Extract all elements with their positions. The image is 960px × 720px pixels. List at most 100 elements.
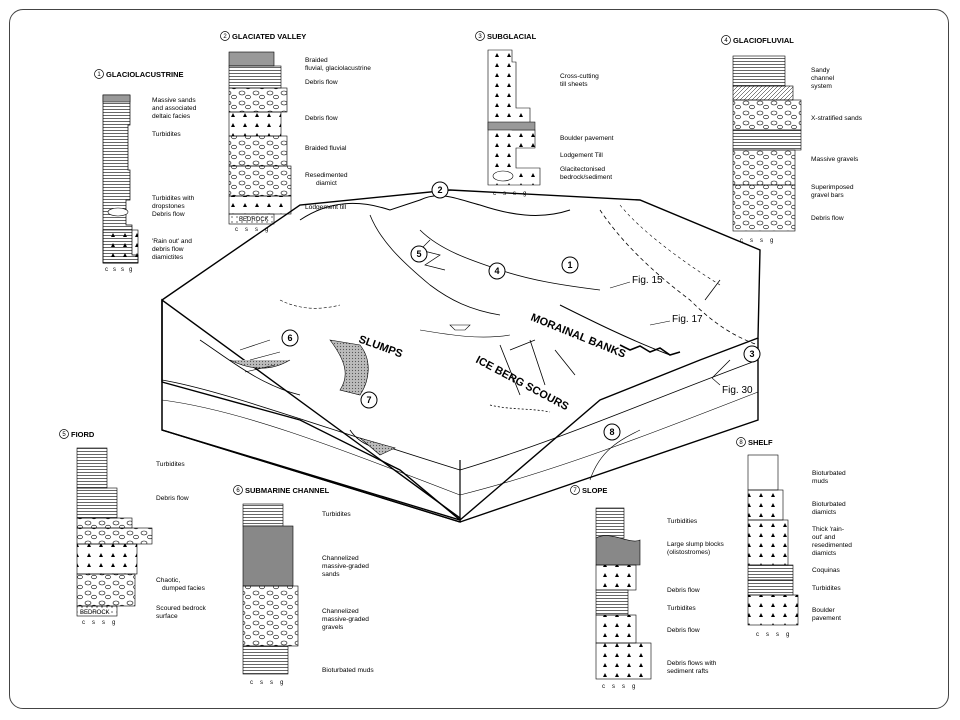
svg-text:sands: sands bbox=[322, 571, 340, 578]
svg-text:Cross-cutting: Cross-cutting bbox=[560, 73, 599, 80]
svg-text:Coquinas: Coquinas bbox=[812, 567, 841, 574]
svg-text:diamicts: diamicts bbox=[812, 509, 837, 516]
svg-text:s: s bbox=[622, 684, 625, 690]
svg-text:Bioturbated muds: Bioturbated muds bbox=[322, 667, 374, 674]
svg-text:s: s bbox=[750, 238, 753, 244]
svg-text:Channelized: Channelized bbox=[322, 555, 359, 562]
svg-text:Turbidites: Turbidites bbox=[812, 585, 841, 592]
svg-text:Debris flows with: Debris flows with bbox=[667, 660, 717, 667]
svg-text:Massive gravels: Massive gravels bbox=[811, 156, 859, 163]
svg-text:debris flow: debris flow bbox=[152, 246, 184, 253]
svg-text:muds: muds bbox=[812, 478, 829, 485]
svg-text:resedimented: resedimented bbox=[812, 542, 852, 549]
block-right-face bbox=[459, 338, 759, 523]
svg-text:Scoured bedrock: Scoured bedrock bbox=[156, 605, 207, 612]
marker-4: 4 bbox=[488, 262, 506, 280]
svg-text:dropstones: dropstones bbox=[152, 203, 185, 210]
svg-text:5: 5 bbox=[62, 432, 66, 438]
svg-text:Turbidites: Turbidites bbox=[156, 461, 185, 468]
svg-text:Debris flow: Debris flow bbox=[667, 587, 700, 594]
svg-text:4: 4 bbox=[494, 266, 499, 276]
svg-text:BEDROCK: BEDROCK bbox=[80, 610, 110, 616]
svg-text:s: s bbox=[260, 680, 263, 686]
svg-text:Debris flow: Debris flow bbox=[305, 115, 338, 122]
svg-text:Turbidites: Turbidites bbox=[322, 511, 351, 518]
svg-text:s: s bbox=[92, 620, 95, 626]
svg-text:g: g bbox=[770, 238, 773, 244]
marker-2: 2 bbox=[431, 181, 449, 199]
svg-text:c: c bbox=[740, 238, 743, 244]
svg-text:diamict: diamict bbox=[316, 180, 337, 187]
svg-text:pavement: pavement bbox=[812, 615, 841, 622]
svg-text:Debris flow: Debris flow bbox=[811, 215, 844, 222]
block-top-surface bbox=[161, 189, 761, 521]
svg-text:Thick 'rain-: Thick 'rain- bbox=[812, 526, 844, 533]
svg-text:c: c bbox=[82, 620, 85, 626]
svg-text:7: 7 bbox=[573, 488, 577, 494]
svg-text:Channelized: Channelized bbox=[322, 608, 359, 615]
svg-text:2: 2 bbox=[223, 34, 227, 40]
svg-text:diamictites: diamictites bbox=[152, 254, 184, 261]
svg-text:4: 4 bbox=[724, 38, 728, 44]
svg-text:deltaic facies: deltaic facies bbox=[152, 113, 191, 120]
svg-text:g: g bbox=[112, 620, 115, 626]
svg-text:'Rain out' and: 'Rain out' and bbox=[152, 238, 192, 245]
svg-text:s: s bbox=[776, 632, 779, 638]
svg-text:(olistostromes): (olistostromes) bbox=[667, 549, 710, 556]
svg-text:bedrock/sediment: bedrock/sediment bbox=[560, 174, 612, 181]
svg-text:6: 6 bbox=[236, 488, 240, 494]
svg-text:Debris flow: Debris flow bbox=[667, 627, 700, 634]
svg-text:Turbidites: Turbidites bbox=[667, 605, 696, 612]
svg-text:diamicts: diamicts bbox=[812, 550, 837, 557]
svg-text:3: 3 bbox=[478, 34, 482, 40]
svg-text:Turbidities: Turbidities bbox=[667, 518, 698, 525]
svg-text:GLACIATED VALLEY: GLACIATED VALLEY bbox=[232, 32, 306, 41]
svg-text:s: s bbox=[102, 620, 105, 626]
fig-15-label: Fig. 15 bbox=[632, 275, 663, 286]
marker-7: 7 bbox=[360, 391, 378, 409]
svg-text:channel: channel bbox=[811, 75, 835, 82]
svg-text:dumped facies: dumped facies bbox=[162, 585, 206, 592]
svg-text:s: s bbox=[121, 267, 124, 273]
svg-text:surface: surface bbox=[156, 613, 178, 620]
svg-text:X-stratified sands: X-stratified sands bbox=[811, 115, 863, 122]
svg-text:c: c bbox=[250, 680, 253, 686]
svg-text:c: c bbox=[493, 191, 496, 197]
svg-text:SHELF: SHELF bbox=[748, 438, 773, 447]
svg-text:SUBGLACIAL: SUBGLACIAL bbox=[487, 32, 537, 41]
svg-text:s: s bbox=[255, 227, 258, 233]
marker-5: 5 bbox=[410, 245, 428, 263]
svg-text:Boulder: Boulder bbox=[812, 607, 836, 614]
svg-text:Braided fluvial: Braided fluvial bbox=[305, 145, 347, 152]
svg-text:gravels: gravels bbox=[322, 624, 344, 631]
svg-text:Large slump blocks: Large slump blocks bbox=[667, 541, 725, 548]
svg-text:and associated: and associated bbox=[152, 105, 197, 112]
svg-text:Turbidites with: Turbidites with bbox=[152, 195, 195, 202]
marker-1: 1 bbox=[561, 256, 579, 274]
svg-text:SUBMARINE CHANNEL: SUBMARINE CHANNEL bbox=[245, 486, 330, 495]
fig-17-label: Fig. 17 bbox=[672, 314, 703, 325]
svg-text:6: 6 bbox=[287, 333, 292, 343]
svg-text:GLACIOLACUSTRINE: GLACIOLACUSTRINE bbox=[106, 70, 184, 79]
svg-text:massive-graded: massive-graded bbox=[322, 616, 369, 623]
svg-text:gravel bars: gravel bars bbox=[811, 192, 844, 199]
svg-text:g: g bbox=[280, 680, 283, 686]
svg-text:c: c bbox=[602, 684, 605, 690]
svg-text:Debris flow: Debris flow bbox=[152, 211, 185, 218]
marker-6: 6 bbox=[281, 329, 299, 347]
slide-frame bbox=[9, 9, 949, 709]
svg-text:s: s bbox=[760, 238, 763, 244]
svg-text:5: 5 bbox=[416, 249, 421, 259]
svg-text:s: s bbox=[245, 227, 248, 233]
svg-text:Debris flow: Debris flow bbox=[156, 495, 189, 502]
svg-text:Bioturbated: Bioturbated bbox=[812, 470, 846, 477]
svg-text:g: g bbox=[523, 191, 526, 197]
svg-text:c: c bbox=[756, 632, 759, 638]
svg-text:Braided: Braided bbox=[305, 57, 328, 64]
